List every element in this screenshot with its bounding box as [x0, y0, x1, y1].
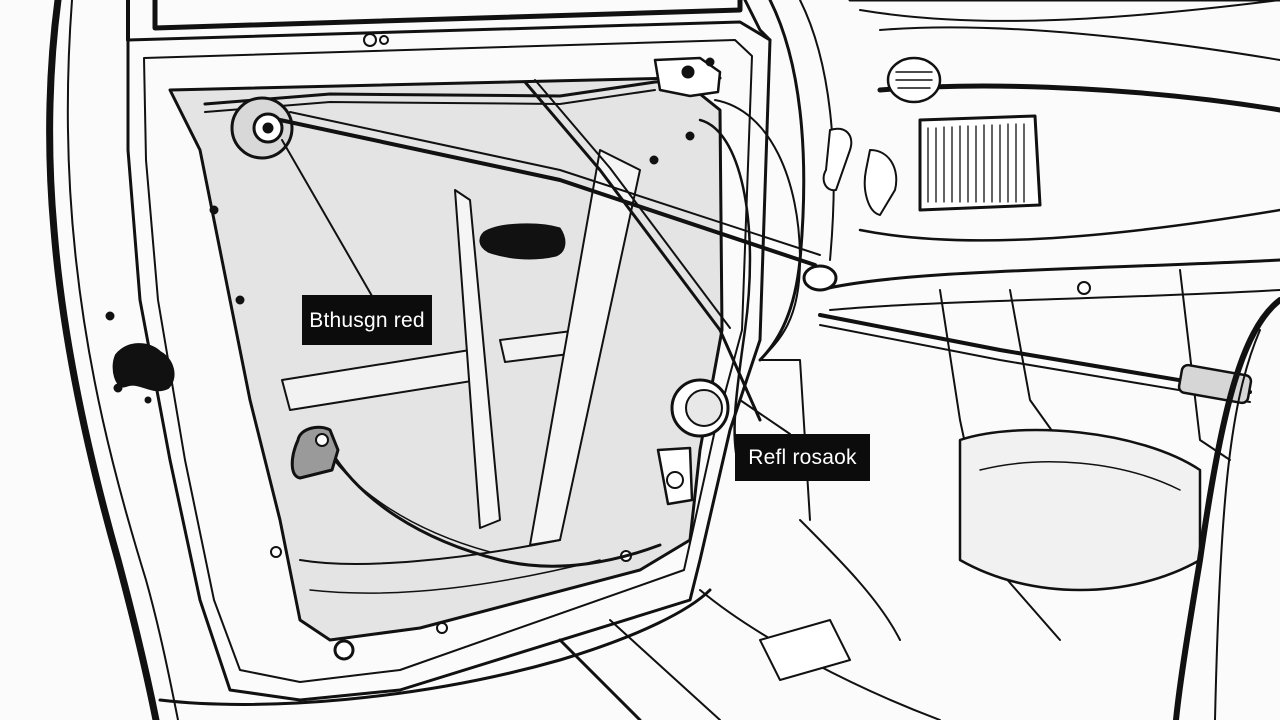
- door-shell: [46, 0, 772, 720]
- window-regulator: [203, 56, 821, 568]
- callout-label: Bthusgn red: [302, 295, 432, 345]
- callout-label: Refl rosaok: [735, 434, 870, 481]
- inner-door-panel: [168, 33, 724, 661]
- vehicle-interior: [558, 0, 1280, 720]
